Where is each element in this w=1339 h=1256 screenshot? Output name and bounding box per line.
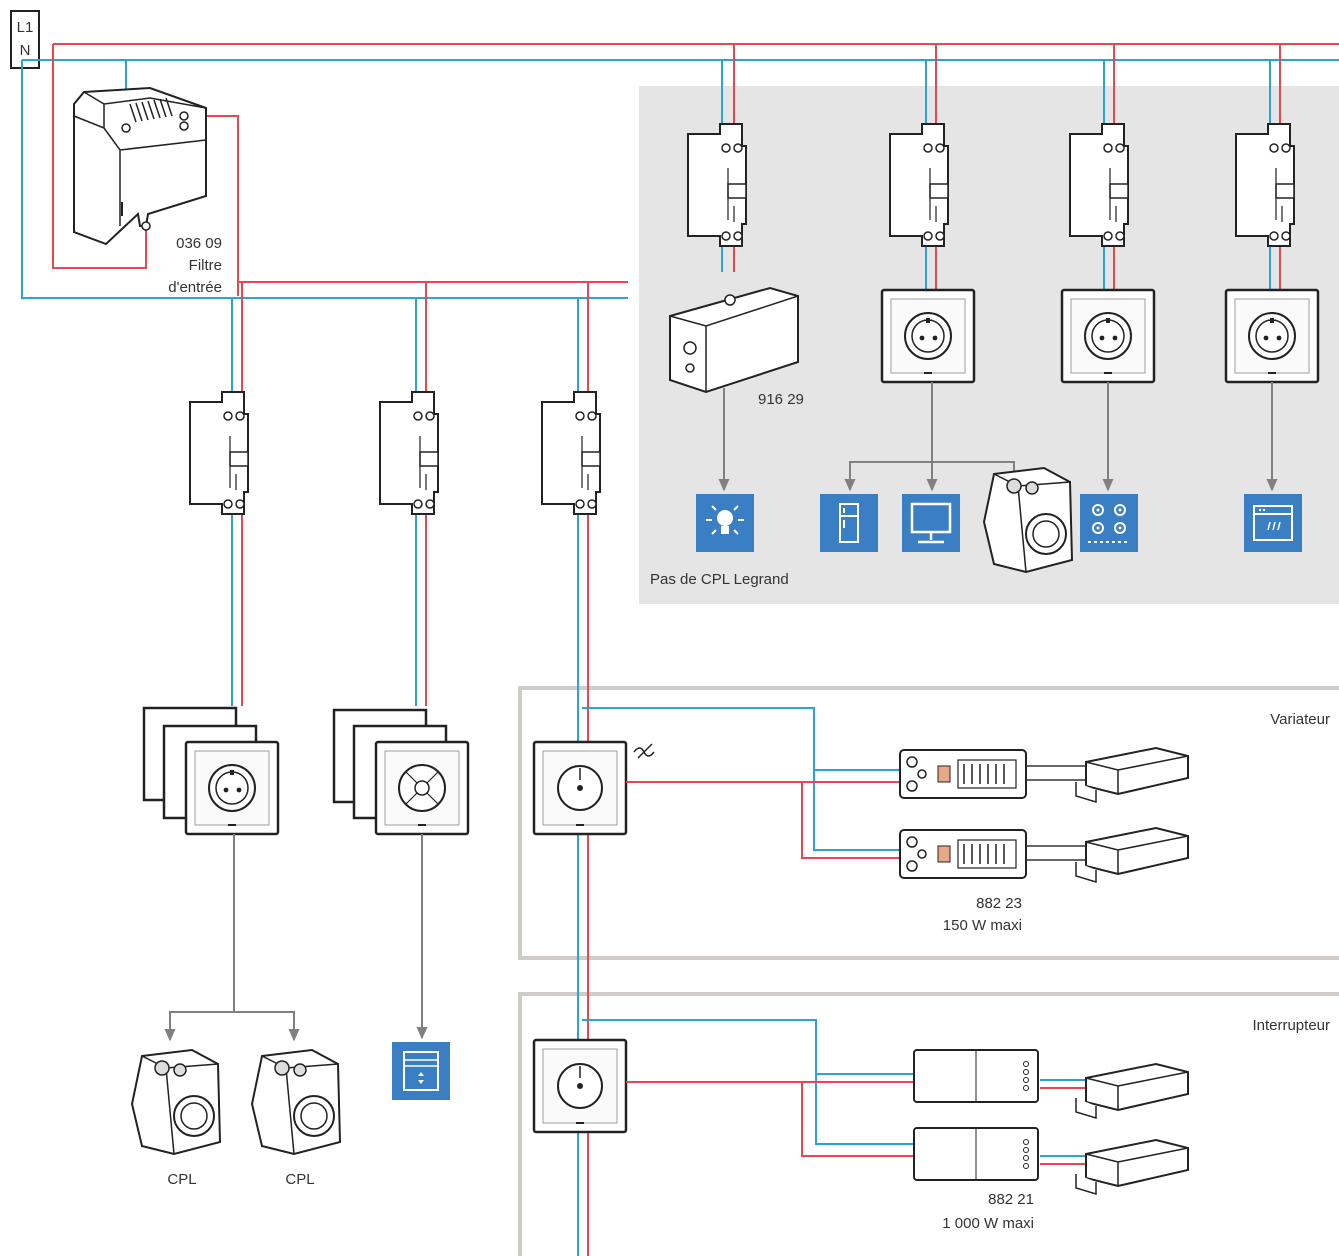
blind-control-icon [403, 1051, 439, 1091]
tv-tile [902, 494, 960, 552]
junction-box-ref: 916 29 [758, 391, 804, 408]
circuit-cooktop [1060, 44, 1156, 492]
switch-rating: 1 000 W maxi [942, 1215, 1034, 1232]
dimmer-section-frame [518, 686, 1339, 960]
circuit-appliances [844, 44, 1015, 492]
circuit-shutter [332, 282, 470, 1040]
circuit-cpl-sockets [142, 282, 300, 1042]
dimmer-circuit [532, 707, 1189, 883]
blind-tile [392, 1042, 450, 1100]
filter-name: Filtre [189, 257, 222, 274]
filter-subname: d'entrée [168, 279, 222, 296]
dimmer-title: Variateur [1270, 711, 1330, 728]
cooktop-tile [1080, 494, 1138, 552]
cpl-plug-adapter [983, 467, 1073, 573]
circuit-oven [1224, 44, 1320, 492]
fridge-tile [820, 494, 878, 552]
switch-section-frame [518, 992, 1339, 1256]
dimmer-rating: 150 W maxi [943, 917, 1022, 934]
neutral-label: N [20, 42, 31, 59]
tv-icon [910, 502, 952, 544]
switch-title: Interrupteur [1252, 1017, 1330, 1034]
lightbulb-tile [696, 494, 754, 552]
switch-ref: 882 21 [988, 1191, 1034, 1208]
cooktop-icon [1088, 504, 1130, 543]
input-filter [73, 86, 207, 246]
switch-circuit [532, 1019, 1189, 1195]
cpl-plug-right [251, 1049, 341, 1155]
circuit-junction-box [669, 44, 799, 492]
cpl-label-left: CPL [167, 1171, 196, 1188]
supply-terminal: L1 N [10, 10, 40, 69]
cpl-label-right: CPL [285, 1171, 314, 1188]
phase-label: L1 [17, 19, 34, 36]
oven-tile [1244, 494, 1302, 552]
dimmer-ref: 882 23 [976, 895, 1022, 912]
cpl-plug-left [131, 1049, 221, 1155]
fridge-icon [839, 503, 859, 543]
oven-icon [1253, 505, 1293, 541]
filter-ref: 036 09 [176, 235, 222, 252]
no-cpl-note: Pas de CPL Legrand [650, 571, 789, 588]
dimmer-symbol-icon [633, 743, 655, 759]
lightbulb-icon [706, 505, 744, 535]
